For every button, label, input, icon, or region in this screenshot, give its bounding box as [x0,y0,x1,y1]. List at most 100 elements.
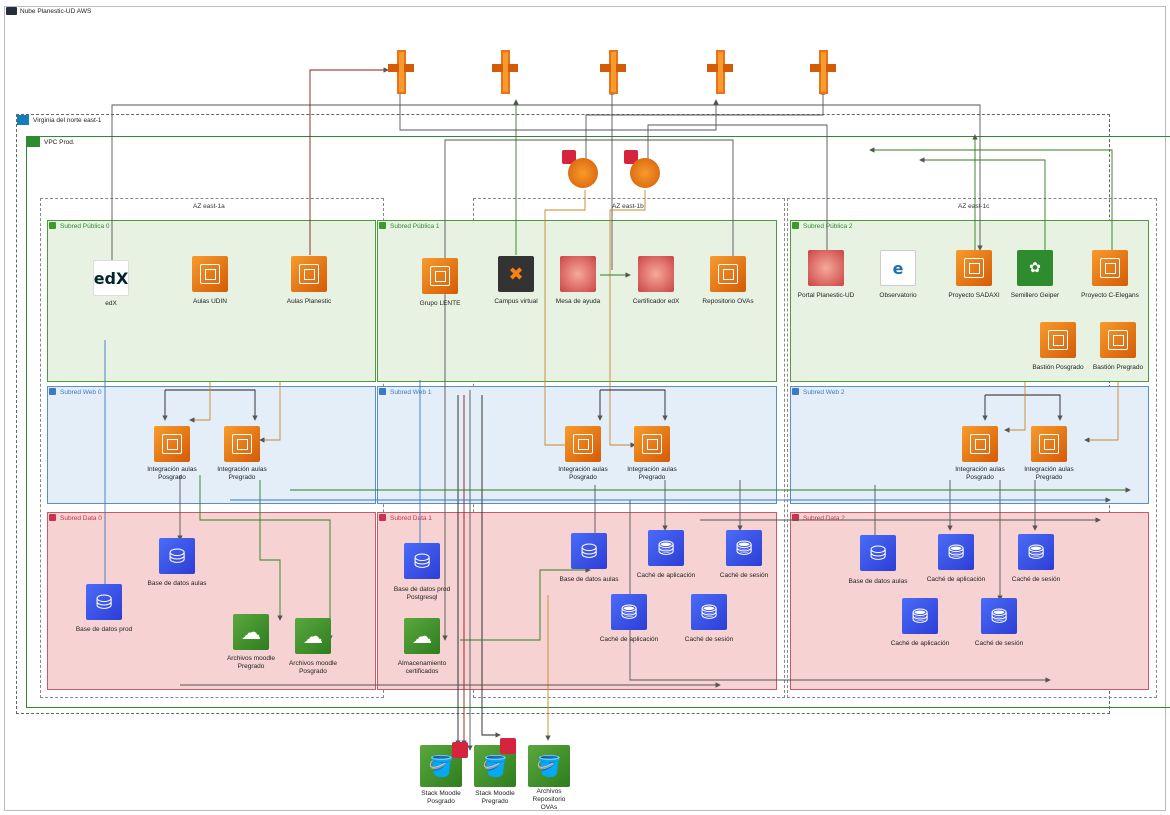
load-balancer-icon [630,158,660,188]
ec2-instance-icon [291,256,327,292]
ec2-instance-icon [710,256,746,292]
node-label: Caché de aplicación [636,572,696,579]
node-label: Archivos moodle Pregrado [226,655,276,670]
data-subnet-0-title: Subred Data 0 [60,515,102,522]
s3-bucket-icon: 🪣 [528,745,570,787]
region-title: Virginia del norte east-1 [33,117,102,124]
portal-icon [808,250,844,286]
node-label: Base de datos prod Postgresql [393,586,451,601]
node-label: Archivos moodle Posgrado [288,660,338,675]
ec2-autoscaling-icon [1031,426,1067,462]
public-subnet-2 [790,220,1149,382]
web-subnet-0-title: Subred Web 0 [60,389,102,396]
node-label: Observatorio [879,292,917,299]
efs-storage-icon: ☁ [233,614,269,650]
elasticache-icon: ⛃ [648,530,684,566]
lock-icon [49,514,56,521]
node-label: Integración aulas Pregrado [627,466,677,481]
elasticache-icon: ⛃ [611,594,647,630]
node-label: Certificador edX [632,298,680,305]
web-subnet-0 [47,386,376,504]
node-label: Base de datos aulas [147,580,207,587]
certificate-icon [638,256,674,292]
web-subnet-2-title: Subred Web 2 [803,389,845,396]
lock-icon [379,514,386,521]
ec2-autoscaling-icon [1040,322,1076,358]
node-label: Caché de aplicación [890,640,950,647]
aws-cloud-icon [6,7,17,15]
ec2-autoscaling-icon [962,426,998,462]
elasticache-icon: ⛃ [938,534,974,570]
node-label: Caché de aplicación [926,576,986,583]
rds-database-icon: ⛁ [571,533,607,569]
region-flag-icon [17,115,29,125]
gateway-icon [707,50,733,94]
rds-database-icon: ⛁ [86,584,122,620]
lock-icon [792,222,799,229]
node-label: Portal Planestic-UD [797,292,855,299]
web-subnet-1-title: Subred Web 1 [390,389,432,396]
node-label: Bastión Pregrado [1092,364,1144,371]
node-label: Repositorio OVAs [702,298,754,305]
public-subnet-0-title: Subred Pública 0 [60,223,110,230]
node-label: Almacenamiento certificados [397,660,447,675]
node-label: Base de datos aulas [559,576,619,583]
observatory-icon: e [880,250,916,286]
public-subnet-1-title: Subred Pública 1 [390,223,440,230]
az-1c-container [787,198,1157,698]
node-label: Campus virtual [494,298,538,305]
elasticache-icon: ⛃ [902,598,938,634]
node-label: Stack Moodle Posgrado [421,790,461,805]
cloud-container [4,6,1166,811]
node-label: Semillero Geiper [1010,292,1060,299]
rds-database-icon: ⛁ [860,535,896,571]
node-label: Caché de aplicación [599,636,659,643]
s3-bucket-icon: 🪣 [474,745,516,787]
node-label: Aulas Planestic [286,298,332,305]
cloud-title: Nube Planestic-UD AWS [20,8,92,15]
gateway-icon [600,50,626,94]
ec2-autoscaling-icon [1100,322,1136,358]
node-label: Bastión Posgrado [1032,364,1084,371]
node-label: Proyecto C-Elegans [1081,292,1139,299]
node-label: Aulas UDIN [193,298,227,305]
node-label: Integración aulas Posgrado [147,466,197,481]
rds-database-icon: ⛁ [159,538,195,574]
az-1a-label: AZ east-1a [193,203,225,210]
node-label: Caché de sesión [974,640,1024,647]
node-label: Integración aulas Pregrado [217,466,267,481]
geiper-icon: ✿ [1017,250,1053,286]
lock-icon [379,388,386,395]
lock-icon [379,222,386,229]
lock-icon [792,514,799,521]
lock-icon [792,388,799,395]
node-label: edX [105,300,117,307]
node-label: Integración aulas Posgrado [558,466,608,481]
gateway-icon [810,50,836,94]
node-label: Proyecto SADAXI [948,292,1000,299]
rds-database-icon: ⛁ [404,543,440,579]
node-label: Caché de sesión [1011,576,1061,583]
vpc-title: VPC Prod. [44,139,75,146]
node-label: Mesa de ayuda [555,298,601,305]
node-label: Integración aulas Pregrado [1024,466,1074,481]
public-subnet-2-title: Subred Pública 2 [803,223,853,230]
az-1c-label: AZ east-1c [958,203,990,210]
vpc-container [26,136,1170,708]
lock-icon [49,222,56,229]
ec2-autoscaling-icon [565,426,601,462]
efs-storage-icon: ☁ [295,618,331,654]
efs-storage-icon: ☁ [404,618,440,654]
az-1b-label: AZ east-1b [612,203,644,210]
ec2-instance-icon [192,256,228,292]
node-label: Base de datos prod [75,626,133,633]
node-label: Stack Moodle Pregrado [475,790,515,805]
public-subnet-0 [47,220,376,382]
elasticache-icon: ⛃ [691,594,727,630]
public-subnet-1 [377,220,777,382]
ec2-instance-icon [422,258,458,294]
ec2-instance-icon [1092,250,1128,286]
ec2-autoscaling-icon [634,426,670,462]
elasticache-icon: ⛃ [981,598,1017,634]
